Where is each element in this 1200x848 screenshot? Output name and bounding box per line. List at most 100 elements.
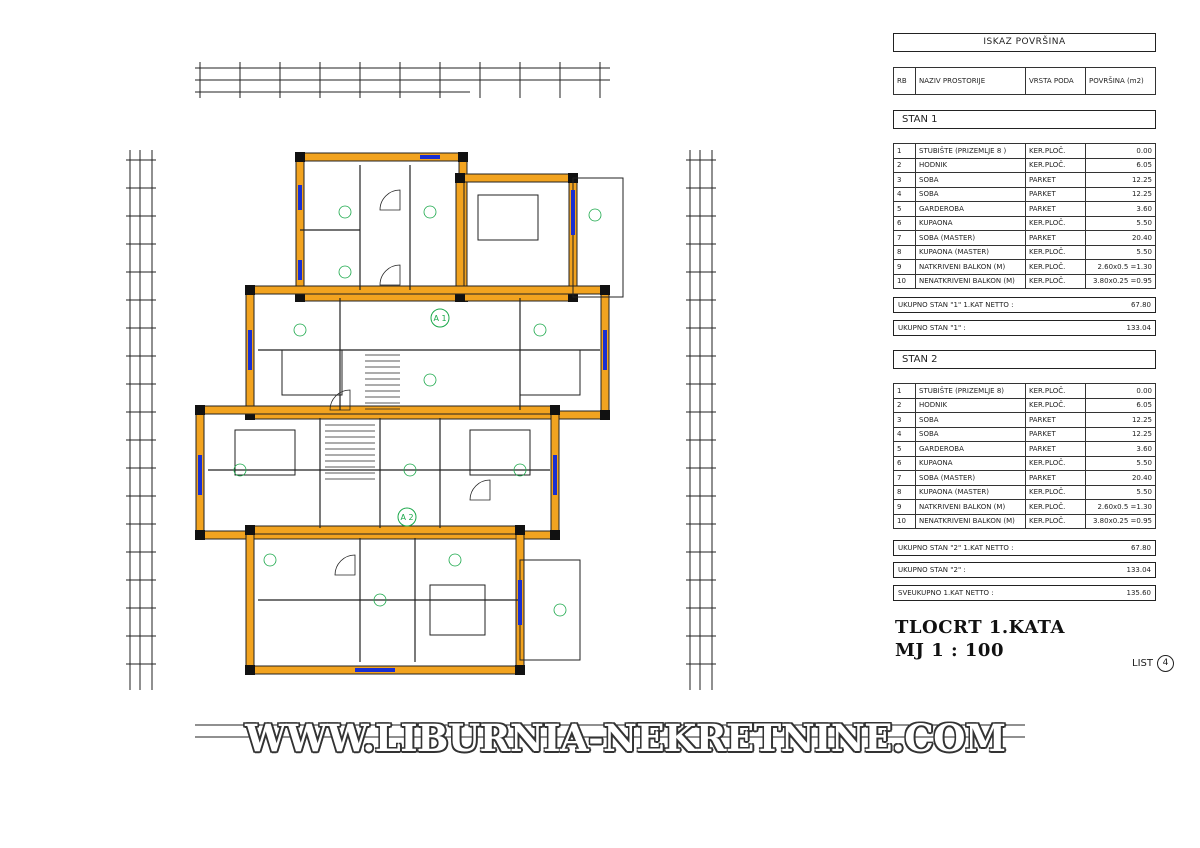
wall-outline — [455, 173, 578, 302]
wall-outline — [295, 152, 468, 302]
cell-name: SOBA (MASTER) — [915, 230, 1026, 246]
cell-area: 5.50 — [1085, 215, 1156, 231]
header-floor: VRSTA PODA — [1025, 67, 1086, 95]
cell-area: 6.05 — [1085, 397, 1156, 413]
total-value: 67.80 — [1130, 301, 1151, 309]
door-swing — [379, 189, 401, 211]
table-header: RB NAZIV PROSTORIJE VRSTA PODA POVRŠINA … — [893, 67, 1156, 95]
pillar — [195, 530, 205, 540]
room-number-marker — [338, 205, 352, 219]
bed — [429, 584, 486, 636]
cell-rb: 10 — [893, 273, 916, 289]
cell-name: KUPAONA — [915, 455, 1026, 471]
stan-1-total-netto: UKUPNO STAN "1" 1.KAT NETTO : 67.80 — [893, 297, 1156, 313]
room-number-marker — [263, 553, 277, 567]
room-number-marker — [588, 208, 602, 222]
header-area: POVRŠINA (m2) — [1085, 67, 1156, 95]
room-number-marker — [373, 593, 387, 607]
door-swing — [469, 479, 491, 501]
pillar — [295, 292, 305, 302]
cell-name: SOBA (MASTER) — [915, 470, 1026, 486]
list-number: 4 — [1156, 655, 1174, 672]
door-swing — [334, 554, 356, 576]
cell-area: 5.50 — [1085, 455, 1156, 471]
cell-area: 3.80x0.25 =0.95 — [1085, 513, 1156, 529]
cell-rb: 6 — [893, 215, 916, 231]
room-number-marker — [233, 463, 247, 477]
header-rb: RB — [893, 67, 916, 95]
cell-name: NENATKRIVENI BALKON (M) — [915, 273, 1026, 289]
header-name: NAZIV PROSTORIJE — [915, 67, 1026, 95]
total-value: 133.04 — [1126, 566, 1152, 574]
cell-area: 20.40 — [1085, 470, 1156, 486]
total-value: 67.80 — [1130, 544, 1151, 552]
cell-floor: KER.PLOČ. — [1025, 383, 1086, 399]
cell-floor: PARKET — [1025, 470, 1086, 486]
cell-name: SOBA — [915, 186, 1026, 202]
cell-rb: 8 — [893, 244, 916, 260]
exterior-wall — [456, 174, 577, 301]
cell-floor: PARKET — [1025, 186, 1086, 202]
pillar — [245, 525, 255, 535]
cell-rb: 8 — [893, 484, 916, 500]
unit-marker — [397, 507, 417, 527]
cell-name: KUPAONA — [915, 215, 1026, 231]
bed — [281, 349, 343, 396]
cell-rb: 1 — [893, 143, 916, 159]
pillar — [195, 405, 205, 415]
list-label: LIST — [1132, 658, 1153, 669]
cell-area: 0.00 — [1085, 143, 1156, 159]
pillar — [245, 285, 255, 295]
balcony — [572, 177, 624, 298]
cell-rb: 4 — [893, 426, 916, 442]
cell-name: KUPAONA (MASTER) — [915, 484, 1026, 500]
cell-floor: KER.PLOČ. — [1025, 215, 1086, 231]
cell-name: SOBA — [915, 172, 1026, 188]
cell-floor: PARKET — [1025, 412, 1086, 428]
cell-floor: KER.PLOČ. — [1025, 455, 1086, 471]
stan-2-total-netto: UKUPNO STAN "2" 1.KAT NETTO : 67.80 — [893, 540, 1156, 556]
room-number-marker — [423, 205, 437, 219]
room-number-marker — [513, 463, 527, 477]
cell-name: HODNIK — [915, 157, 1026, 173]
total-label: UKUPNO STAN "1" 1.KAT NETTO : — [898, 301, 1014, 309]
stan-1-label: STAN 1 — [893, 110, 1156, 129]
wall-outline — [203, 413, 552, 532]
room-number-marker — [448, 553, 462, 567]
cell-name: SOBA — [915, 412, 1026, 428]
cell-name: KUPAONA (MASTER) — [915, 244, 1026, 260]
plan-scale: MJ 1 : 100 — [895, 640, 1004, 661]
cell-area: 2.60x0.5 =1.30 — [1085, 259, 1156, 275]
door-swing — [379, 264, 401, 286]
door-swing — [329, 389, 351, 411]
cell-area: 2.60x0.5 =1.30 — [1085, 499, 1156, 515]
cell-rb: 6 — [893, 455, 916, 471]
cell-area: 12.25 — [1085, 172, 1156, 188]
cell-area: 20.40 — [1085, 230, 1156, 246]
pillar — [245, 665, 255, 675]
room-number-marker — [403, 463, 417, 477]
unit-label: A 2 — [400, 513, 413, 522]
cell-floor: PARKET — [1025, 426, 1086, 442]
total-label: UKUPNO STAN "2" 1.KAT NETTO : — [898, 544, 1014, 552]
cell-area: 3.60 — [1085, 441, 1156, 457]
plan-title: TLOCRT 1.KATA — [895, 617, 1065, 638]
pillar — [245, 410, 255, 420]
wall-outline — [195, 405, 560, 540]
watermark: WWW.LIBURNIA-NEKRETNINE.COM — [245, 716, 1006, 760]
stan-2-total: UKUPNO STAN "2" : 133.04 — [893, 562, 1156, 578]
wall-outline — [303, 160, 460, 294]
